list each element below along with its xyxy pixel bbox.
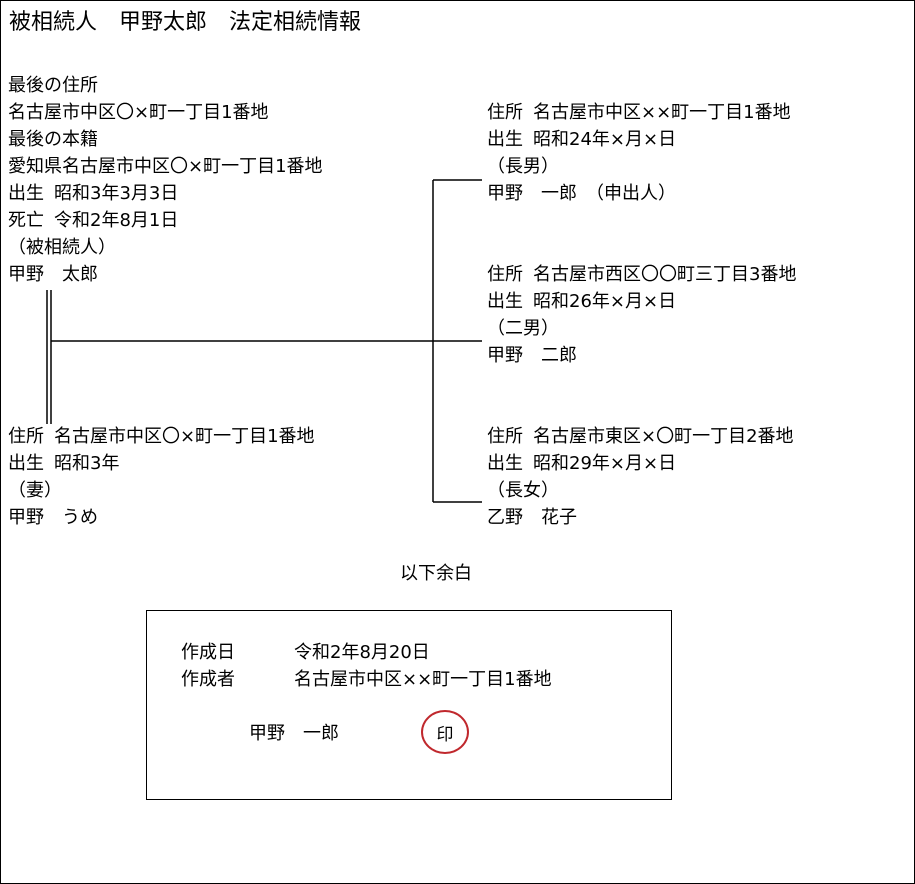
child-2-address-label: 住所	[487, 264, 523, 285]
child-block-1: 住所名古屋市中区××町一丁目1番地 出生昭和24年×月×日 （長男） 甲野 一郎…	[487, 99, 791, 207]
deceased-last-address-label: 最後の住所	[8, 75, 98, 96]
child-1-birth-row: 出生昭和24年×月×日	[487, 126, 791, 153]
spouse-relation: （妻）	[8, 480, 62, 501]
deceased-birth-row: 出生昭和3年3月3日	[8, 180, 323, 207]
deceased-last-domicile-label: 最後の本籍	[8, 129, 98, 150]
child-3-relation: （長女）	[487, 480, 559, 501]
child-2-relation: （二男）	[487, 318, 559, 339]
deceased-birth: 昭和3年3月3日	[54, 183, 179, 204]
deceased-last-address: 名古屋市中区〇×町一丁目1番地	[8, 102, 269, 123]
child-block-2: 住所名古屋市西区〇〇町三丁目3番地 出生昭和26年×月×日 （二男） 甲野 二郎	[487, 261, 796, 369]
author-row: 作成者 名古屋市中区××町一丁目1番地	[181, 666, 552, 693]
seal-stamp-icon: 印	[421, 710, 469, 754]
child-3-birth: 昭和29年×月×日	[533, 453, 677, 474]
child-2-birth-row: 出生昭和26年×月×日	[487, 288, 796, 315]
child-1-birth: 昭和24年×月×日	[533, 129, 677, 150]
child-2-address: 名古屋市西区〇〇町三丁目3番地	[533, 264, 797, 285]
document-title: 被相続人 甲野太郎 法定相続情報	[9, 10, 362, 35]
author-address: 名古屋市中区××町一丁目1番地	[294, 669, 552, 690]
spouse-birth-label: 出生	[8, 453, 44, 474]
child-1-address: 名古屋市中区××町一丁目1番地	[533, 102, 791, 123]
creation-date: 令和2年8月20日	[294, 642, 430, 663]
child-2-birth-label: 出生	[487, 291, 523, 312]
child-1-relation: （長男）	[487, 156, 559, 177]
child-2-address-row: 住所名古屋市西区〇〇町三丁目3番地	[487, 261, 796, 288]
child-2-birth: 昭和26年×月×日	[533, 291, 677, 312]
deceased-relation: （被相続人）	[8, 237, 116, 258]
certification-box: 作成日 令和2年8月20日 作成者 名古屋市中区××町一丁目1番地 甲野 一郎 印	[146, 610, 672, 800]
child-3-address: 名古屋市東区×〇町一丁目2番地	[533, 426, 794, 447]
child-1-name: 甲野 一郎 （申出人）	[487, 183, 676, 204]
deceased-death: 令和2年8月1日	[54, 210, 179, 231]
child-3-address-label: 住所	[487, 426, 523, 447]
spouse-block: 住所名古屋市中区〇×町一丁目1番地 出生昭和3年 （妻） 甲野 うめ	[8, 423, 315, 531]
child-2-name: 甲野 二郎	[487, 345, 577, 366]
child-1-address-label: 住所	[487, 102, 523, 123]
child-block-3: 住所名古屋市東区×〇町一丁目2番地 出生昭和29年×月×日 （長女） 乙野 花子	[487, 423, 794, 531]
author-label: 作成者	[181, 669, 235, 690]
spouse-address: 名古屋市中区〇×町一丁目1番地	[54, 426, 315, 447]
spouse-address-label: 住所	[8, 426, 44, 447]
child-3-name: 乙野 花子	[487, 507, 577, 528]
spouse-birth: 昭和3年	[54, 453, 120, 474]
seal-text: 印	[436, 724, 454, 745]
spouse-address-row: 住所名古屋市中区〇×町一丁目1番地	[8, 423, 315, 450]
child-3-address-row: 住所名古屋市東区×〇町一丁目2番地	[487, 423, 794, 450]
child-1-address-row: 住所名古屋市中区××町一丁目1番地	[487, 99, 791, 126]
deceased-death-row: 死亡令和2年8月1日	[8, 207, 323, 234]
child-1-birth-label: 出生	[487, 129, 523, 150]
deceased-block: 最後の住所 名古屋市中区〇×町一丁目1番地 最後の本籍 愛知県名古屋市中区〇×町…	[8, 72, 323, 288]
blank-below-note: 以下余白	[400, 563, 472, 584]
child-3-birth-label: 出生	[487, 453, 523, 474]
creation-date-row: 作成日 令和2年8月20日	[181, 639, 430, 666]
spouse-birth-row: 出生昭和3年	[8, 450, 315, 477]
deceased-death-label: 死亡	[8, 210, 44, 231]
child-3-birth-row: 出生昭和29年×月×日	[487, 450, 794, 477]
spouse-name: 甲野 うめ	[8, 507, 98, 528]
deceased-birth-label: 出生	[8, 183, 44, 204]
deceased-name: 甲野 太郎	[8, 264, 98, 285]
deceased-last-domicile: 愛知県名古屋市中区〇×町一丁目1番地	[8, 156, 323, 177]
creation-date-label: 作成日	[181, 642, 235, 663]
author-name: 甲野 一郎	[249, 723, 339, 744]
